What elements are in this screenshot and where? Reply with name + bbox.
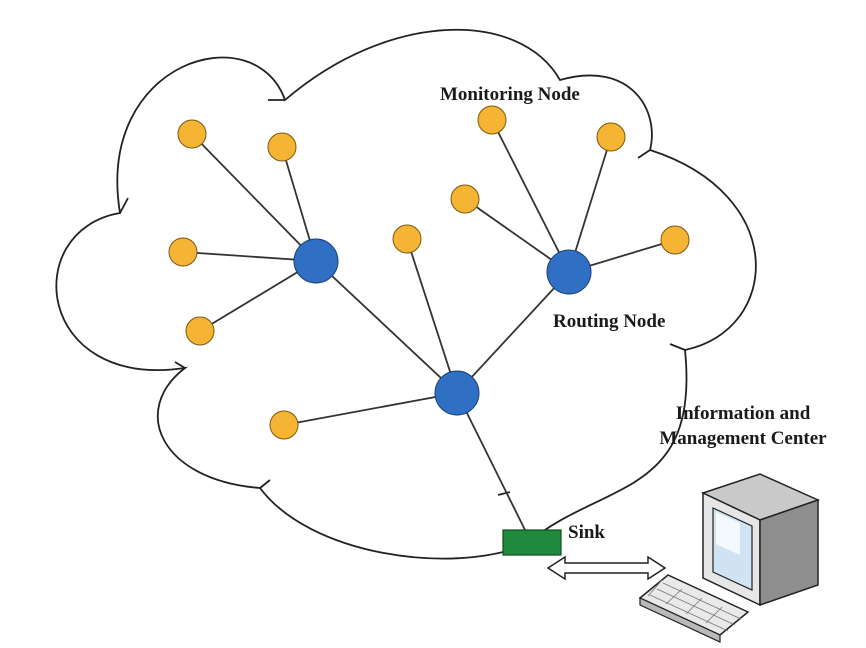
link — [406, 238, 458, 394]
sink-label: Sink — [568, 522, 605, 543]
monitoring-node — [660, 225, 690, 255]
cloud-tick — [637, 149, 651, 159]
monitoring-node — [450, 184, 480, 214]
routing-node — [293, 238, 339, 284]
routing-nodes — [293, 238, 592, 416]
cloud-tick — [497, 491, 511, 496]
monitoring-node — [168, 237, 198, 267]
monitoring-node — [177, 119, 207, 149]
double-arrow-icon — [546, 555, 667, 581]
routing-node-label: Routing Node — [553, 311, 666, 332]
cloud-tick — [259, 479, 271, 489]
link — [568, 136, 612, 273]
monitoring-nodes — [168, 105, 690, 440]
link — [191, 133, 317, 262]
link — [315, 260, 458, 394]
monitoring-node — [269, 410, 299, 440]
cloud-tick — [119, 197, 129, 214]
monitoring-node — [392, 224, 422, 254]
link — [456, 392, 531, 541]
center-label: Information and Management Center — [659, 403, 827, 449]
routing-node — [434, 370, 480, 416]
link — [491, 119, 570, 273]
monitor-icon — [700, 473, 821, 607]
cloud-boundary — [55, 28, 757, 560]
monitoring-node — [185, 316, 215, 346]
monitoring-node — [267, 132, 297, 162]
link — [283, 392, 458, 426]
monitoring-node — [596, 122, 626, 152]
sink-node — [502, 529, 562, 556]
cloud-tick — [174, 361, 186, 369]
link — [199, 260, 317, 332]
link — [456, 271, 570, 394]
monitoring-node — [477, 105, 507, 135]
monitoring-node-label: Monitoring Node — [440, 84, 580, 105]
cloud-tick — [669, 343, 686, 351]
keyboard-icon — [638, 574, 750, 643]
routing-node — [546, 249, 592, 295]
